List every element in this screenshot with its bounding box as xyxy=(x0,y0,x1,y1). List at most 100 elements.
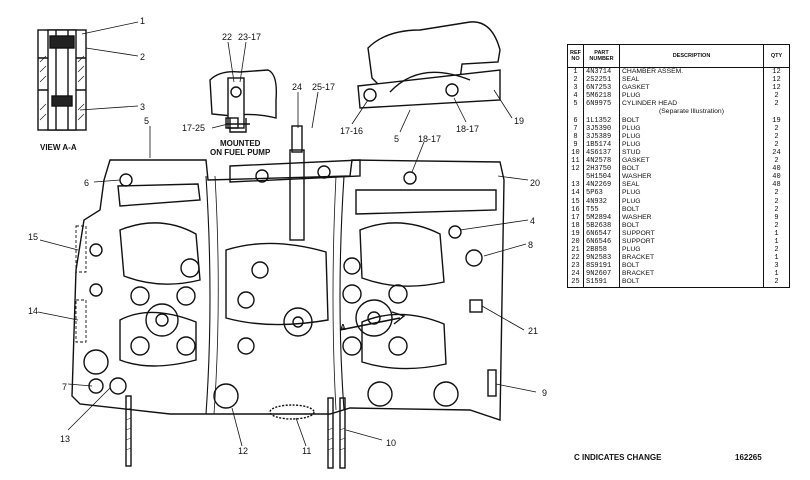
callout-13: 13 xyxy=(60,434,70,444)
cell-description: BOLT xyxy=(619,278,764,288)
view-a-a-label: VIEW A-A xyxy=(40,143,77,152)
cell-part-number: 6N9975 xyxy=(583,100,620,109)
cell-part-number: 4S6137 xyxy=(583,148,620,158)
cell-qty: 12 xyxy=(763,84,790,93)
cell-qty: 19 xyxy=(763,116,790,125)
cell-qty: 2 xyxy=(763,124,790,133)
cell-ref xyxy=(567,173,584,182)
cell-part xyxy=(583,108,620,117)
cell-part-number: T55 xyxy=(583,205,620,214)
cell-ref: 21 xyxy=(567,246,584,255)
cell-ref: 14 xyxy=(567,189,584,198)
cell-ref: 10 xyxy=(567,148,584,158)
cell-description: BOLT xyxy=(619,221,764,230)
cell-description: SEAL xyxy=(619,181,764,190)
cell-description: CHAMBER ASSEM. xyxy=(619,67,764,77)
cell-part-number: 9N2583 xyxy=(583,254,620,263)
callout-20: 20 xyxy=(530,178,540,188)
callout-18-17-top: 18-17 xyxy=(456,124,479,134)
cell-part-number: 4N2269 xyxy=(583,181,620,190)
cell-ref: 13 xyxy=(567,181,584,190)
cell-part-number: 5B2638 xyxy=(583,221,620,230)
cell-description: SUPPORT xyxy=(619,229,764,238)
cell-part-number: 2S2251 xyxy=(583,76,620,85)
cell-ref: 8 xyxy=(567,132,584,141)
cell-description: PLUG xyxy=(619,92,764,101)
mounted-caption-line2: ON FUEL PUMP xyxy=(210,148,271,157)
cell-qty: 2 xyxy=(763,100,790,109)
cell-qty: 1 xyxy=(763,237,790,247)
fuel-pump-bracket-detail xyxy=(209,69,278,133)
cell-qty: 2 xyxy=(763,205,790,214)
cell-ref: 6 xyxy=(567,116,584,125)
callout-24: 24 xyxy=(292,82,302,92)
cell-part-number: 6N6546 xyxy=(583,237,620,247)
callout-6: 6 xyxy=(84,178,89,188)
cell-part-number: 1L1352 xyxy=(583,116,620,125)
cell-qty: 2 xyxy=(763,221,790,230)
cell-qty: 2 xyxy=(763,132,790,141)
studs xyxy=(125,369,497,469)
cell-ref: 3C xyxy=(567,84,584,93)
cell-part-number: 4N3714 xyxy=(583,67,620,77)
cell-qty: 2 xyxy=(763,92,790,101)
cell-description: STUD xyxy=(619,148,764,158)
cell-description: BRACKET xyxy=(619,270,764,279)
cell-description: PLUG xyxy=(619,189,764,198)
bracket-24 xyxy=(229,125,361,241)
callout-1: 1 xyxy=(140,16,145,26)
callout-22: 22 xyxy=(222,32,232,42)
cell-ref: 5 xyxy=(567,100,584,109)
cell-qty: 40 xyxy=(763,173,790,182)
cell-ref: 18 xyxy=(567,221,584,230)
cell-part-number: 6N7253 xyxy=(583,84,620,93)
cell-description-note: (Separate Illustration) xyxy=(619,108,764,117)
parts-list-table: REF NO PART NUMBER DESCRIPTION QTY 1 4N37… xyxy=(567,44,790,288)
cell-description: WASHER xyxy=(619,173,764,182)
cell-part-number: 6N6547 xyxy=(583,229,620,238)
cell-part-number: 2H3750 xyxy=(583,165,620,174)
header-qty: QTY xyxy=(763,44,790,68)
callout-12: 12 xyxy=(238,446,248,456)
cell-part-number: 9N2607 xyxy=(583,270,620,279)
cell-description: PLUG xyxy=(619,124,764,133)
cell-ref: 24 xyxy=(567,270,584,279)
cell-part-number: 5P63 xyxy=(583,189,620,198)
cell-qty: 24 xyxy=(763,148,790,158)
cell-part-number: 5M6218 xyxy=(583,92,620,101)
table-row: (Separate Illustration) xyxy=(567,108,790,117)
callout-4: 4 xyxy=(530,216,535,226)
table-header-row: REF NO PART NUMBER DESCRIPTION QTY xyxy=(567,44,790,68)
cell-description: PLUG xyxy=(619,246,764,255)
cell-ref xyxy=(567,108,584,117)
cell-qty: 40 xyxy=(763,165,790,174)
callout-18-17: 18-17 xyxy=(418,134,441,144)
cell-qty: 3 xyxy=(763,262,790,271)
callout-5-right: 5 xyxy=(394,134,399,144)
cell-part-number: 1B5174 xyxy=(583,140,620,149)
cell-ref: 17 xyxy=(567,213,584,222)
section-letter-a: A xyxy=(340,323,346,332)
callout-3: 3 xyxy=(140,102,145,112)
support-bracket-19 xyxy=(357,21,501,109)
callout-14: 14 xyxy=(28,306,38,316)
cell-part-number: 2B858 xyxy=(583,246,620,255)
callout-25-17: 25-17 xyxy=(312,82,335,92)
cell-description: CYLINDER HEAD xyxy=(619,100,764,109)
cell-part-number: S1591 xyxy=(583,278,620,288)
cell-ref: 16 xyxy=(567,205,584,214)
callout-21: 21 xyxy=(528,326,538,336)
gasket-11 xyxy=(269,404,315,420)
